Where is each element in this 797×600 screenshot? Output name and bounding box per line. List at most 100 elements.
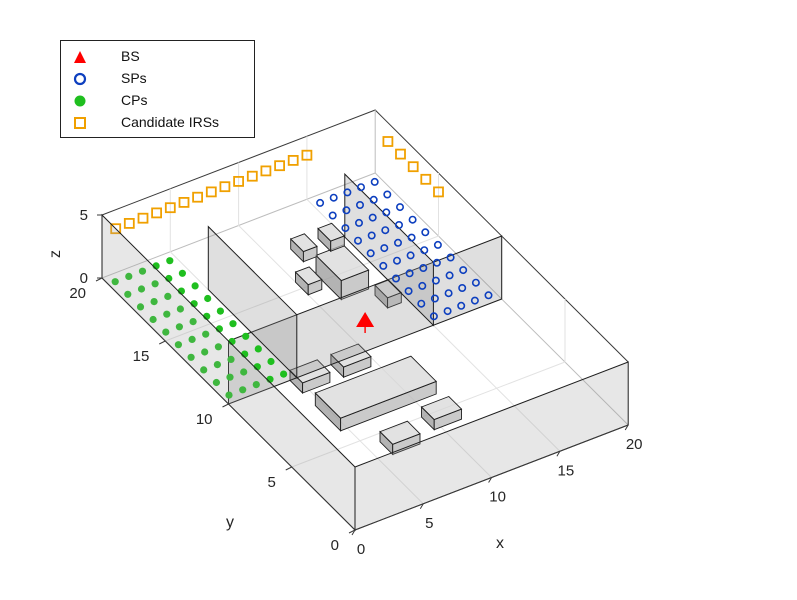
sp-marker: [343, 188, 352, 197]
open-circle-icon: [73, 72, 87, 86]
y-tick-label: 5: [267, 474, 275, 491]
cp-marker: [216, 307, 224, 315]
cp-marker: [137, 285, 146, 293]
grid-line-y: [165, 173, 439, 342]
x-axis-label: x: [496, 535, 504, 552]
x-tick-mark: [624, 424, 629, 431]
sp-marker: [432, 258, 441, 267]
sp-marker: [405, 269, 414, 278]
sp-marker: [355, 201, 364, 210]
irs-marker: [151, 207, 163, 219]
box-face-top: [289, 233, 318, 253]
irs-marker: [407, 161, 419, 173]
cp-marker: [201, 348, 209, 356]
sp-marker: [445, 271, 454, 280]
sp-marker: [446, 253, 455, 262]
sp-marker: [419, 263, 428, 272]
cp-marker: [229, 320, 237, 328]
box-face-top: [314, 355, 438, 419]
y-tick-label: 0: [331, 537, 339, 554]
sp-marker: [443, 307, 452, 316]
irs-marker: [301, 149, 313, 161]
legend-item-bs: BS: [61, 47, 254, 67]
x-tick-label: 10: [489, 489, 506, 506]
cp-marker: [187, 353, 195, 361]
cp-marker: [280, 370, 288, 378]
obstacle-box: [317, 222, 346, 253]
sp-marker: [421, 228, 430, 237]
cp-marker: [189, 318, 197, 326]
legend-label: Candidate IRSs: [121, 114, 220, 130]
sp-marker: [431, 276, 440, 285]
box-face-top: [420, 395, 463, 421]
cp-marker: [175, 323, 183, 331]
irs-marker: [164, 202, 176, 214]
y-tick-mark: [348, 529, 356, 534]
sp-marker: [393, 238, 402, 247]
y-axis-label: y: [226, 514, 234, 531]
sp-marker: [329, 193, 338, 202]
legend: BS SPs CPs Candidate IRSs: [60, 40, 255, 138]
x-tick-mark: [488, 477, 493, 483]
bs-marker: [356, 312, 375, 327]
irs-marker: [382, 136, 394, 147]
box-face-top: [379, 420, 421, 445]
irs-marker: [192, 191, 204, 203]
y-tick-mark: [222, 403, 229, 408]
cp-marker: [225, 391, 233, 399]
x-tick-label: 15: [558, 462, 575, 479]
obstacle-box: [289, 359, 331, 395]
x-tick-mark: [556, 450, 561, 457]
cp-marker: [111, 278, 119, 286]
irs-marker: [433, 186, 444, 198]
sp-marker: [383, 190, 392, 199]
sp-marker: [394, 221, 403, 230]
sp-marker: [470, 296, 479, 305]
legend-label: BS: [121, 48, 140, 64]
y-tick-label: 20: [69, 285, 86, 302]
obstacle-box: [314, 355, 438, 432]
z-axis-label: z: [47, 250, 64, 258]
cp-marker: [124, 290, 132, 298]
obstacle-box: [374, 279, 403, 309]
cp-marker: [149, 315, 157, 324]
sp-marker: [382, 208, 391, 217]
cp-marker: [176, 305, 184, 313]
obstacle-box: [420, 395, 463, 431]
sp-marker: [353, 236, 362, 245]
x-tick-label: 0: [357, 541, 365, 558]
triangle-icon: [74, 51, 86, 63]
wall-plane: [207, 225, 298, 380]
sp-marker: [379, 261, 388, 270]
irs-marker: [178, 196, 190, 208]
irs-marker: [233, 175, 245, 187]
cp-marker: [125, 272, 133, 280]
obstacle-box: [379, 420, 421, 456]
irs-marker: [287, 154, 299, 166]
irs-marker: [260, 165, 272, 177]
sp-marker: [366, 249, 375, 258]
sp-marker: [471, 278, 480, 287]
sp-marker: [342, 206, 351, 215]
markers-layer: [110, 136, 493, 399]
cp-marker: [212, 378, 220, 387]
cp-marker: [267, 357, 275, 366]
cp-marker: [174, 341, 182, 349]
cp-marker: [150, 298, 158, 306]
sp-marker: [430, 294, 439, 303]
legend-item-irs: Candidate IRSs: [61, 113, 254, 133]
irs-marker: [395, 148, 406, 160]
sp-marker: [368, 213, 377, 222]
sp-marker: [407, 233, 416, 242]
obstacle-box: [289, 233, 318, 263]
sp-marker: [406, 251, 415, 260]
sp-marker: [328, 211, 337, 220]
cp-marker: [227, 355, 235, 363]
sp-marker: [392, 256, 401, 265]
cp-marker: [200, 366, 208, 374]
cp-marker: [136, 303, 145, 311]
x-tick-label: 5: [425, 515, 433, 532]
sp-marker: [420, 246, 429, 255]
cp-marker: [226, 373, 234, 381]
